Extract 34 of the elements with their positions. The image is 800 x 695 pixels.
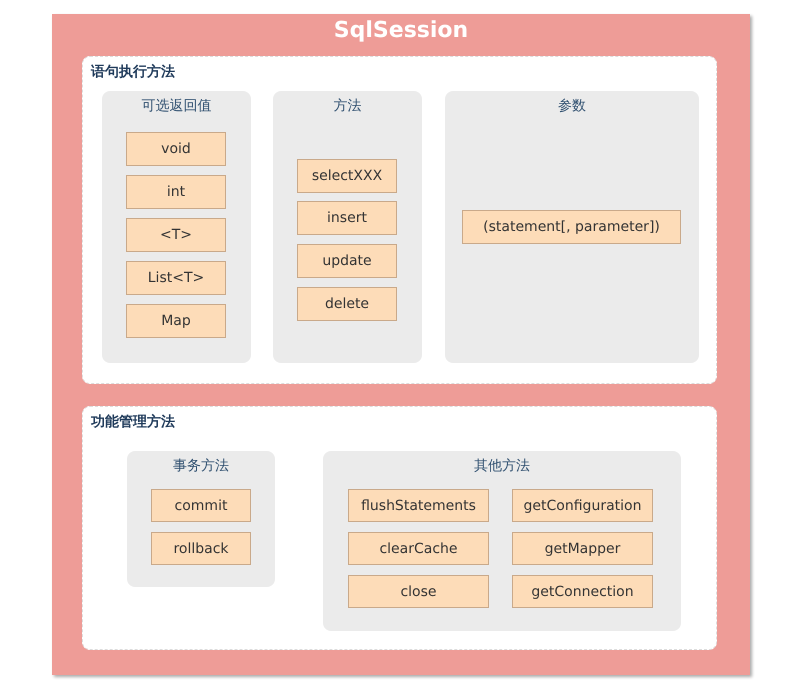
method-box: delete: [297, 287, 397, 321]
group-box: [273, 91, 422, 363]
method-box: insert: [297, 201, 397, 235]
group-title: 参数: [557, 97, 587, 115]
group-title: 可选返回值: [140, 97, 212, 115]
method-box: Map: [126, 304, 226, 338]
section-panel: [82, 406, 717, 650]
method-box: rollback: [151, 532, 251, 565]
group-box: [445, 91, 699, 363]
method-box: List<T>: [126, 261, 226, 295]
group-box: [323, 451, 681, 631]
method-box: (statement[, parameter]): [462, 210, 681, 244]
section-title: 功能管理方法: [91, 413, 175, 431]
group-box: [127, 451, 275, 587]
frame-title: SqlSession: [332, 18, 470, 43]
method-box: selectXXX: [297, 159, 397, 193]
method-box: flushStatements: [348, 489, 489, 522]
section-title: 语句执行方法: [91, 63, 175, 81]
method-box: commit: [151, 489, 251, 522]
method-box: getMapper: [512, 532, 653, 565]
method-box: <T>: [126, 218, 226, 252]
group-title: 方法: [332, 97, 362, 115]
method-box: void: [126, 132, 226, 166]
group-title: 其他方法: [473, 457, 531, 475]
method-box: int: [126, 175, 226, 209]
group-box: [102, 91, 251, 363]
method-box: close: [348, 575, 489, 608]
method-box: getConnection: [512, 575, 653, 608]
session-frame: [52, 14, 750, 675]
method-box: clearCache: [348, 532, 489, 565]
method-box: getConfiguration: [512, 489, 653, 522]
method-box: update: [297, 244, 397, 278]
group-title: 事务方法: [172, 457, 230, 475]
section-panel: [82, 56, 717, 384]
